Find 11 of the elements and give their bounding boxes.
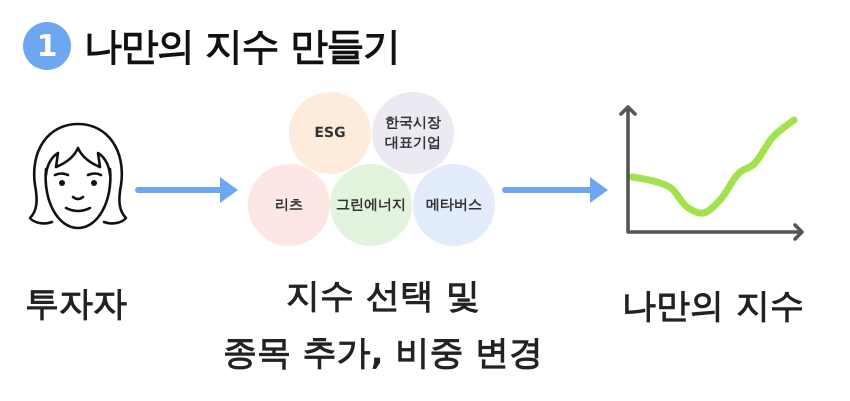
caption-text: 지수 선택 및 종목 추가, 비중 변경 (222, 275, 544, 375)
step-number-badge: 1 (23, 22, 71, 70)
person-icon (28, 121, 128, 231)
caption-label: 투자자 (24, 283, 128, 326)
category-circle: 메타버스 (413, 164, 495, 246)
title: 나만의 지수 만들기 (84, 23, 400, 70)
category-circle: 한국시장 대표기업 (372, 92, 454, 174)
caption-label: 나만의 지수 (621, 285, 805, 328)
category-circle: 리츠 (248, 164, 330, 246)
category-circle: 그린에너지 (330, 164, 412, 246)
category-circle: ESG (289, 92, 371, 174)
